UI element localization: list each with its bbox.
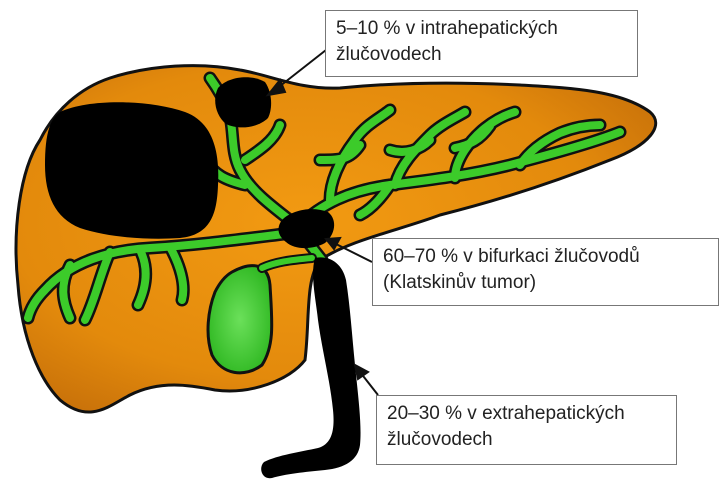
callout-bifurcation-line2: (Klatskinův tumor)	[383, 270, 708, 296]
arrow-extrahepatic-head	[355, 365, 368, 379]
callout-extrahepatic-line2: žlučovodech	[387, 427, 666, 453]
callout-bifurcation: 60–70 % v bifurkaci žlučovodů (Klatskinů…	[372, 238, 719, 306]
callout-intrahepatic-line2: žlučovodech	[336, 42, 627, 68]
callout-intrahepatic: 5–10 % v intrahepatických žlučovodech	[325, 10, 638, 77]
callout-bifurcation-line1: 60–70 % v bifurkaci žlučovodů	[383, 244, 708, 270]
callout-extrahepatic: 20–30 % v extrahepatických žlučovodech	[376, 395, 677, 465]
tumor-intrahepatic-small	[215, 77, 271, 127]
tumor-intrahepatic-large	[45, 102, 218, 238]
callout-extrahepatic-line1: 20–30 % v extrahepatických	[387, 401, 666, 427]
arrow-bifurcation	[334, 243, 372, 262]
callout-intrahepatic-line1: 5–10 % v intrahepatických	[336, 16, 627, 42]
